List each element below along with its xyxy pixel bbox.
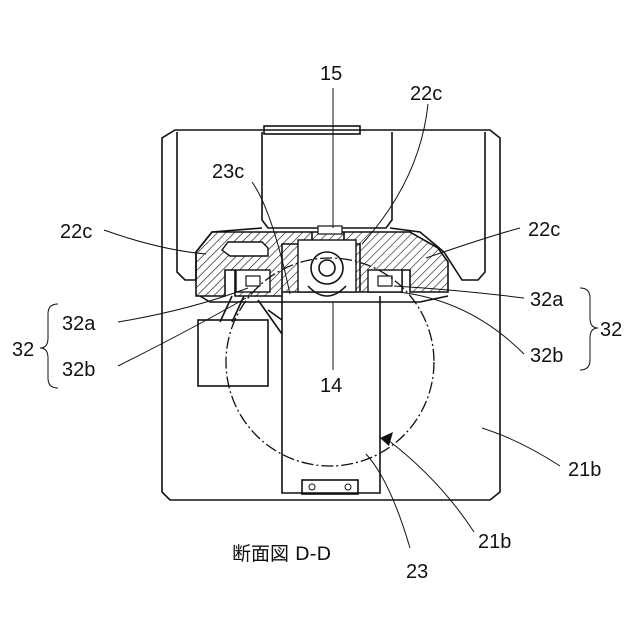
slider-foot-hole-left xyxy=(309,484,315,490)
arrow-head xyxy=(380,432,393,446)
bearing-right-core xyxy=(378,276,392,286)
outer-housing xyxy=(162,130,500,500)
label-32-right: 32 xyxy=(600,319,622,341)
label-23c: 23c xyxy=(212,161,244,183)
leader-23 xyxy=(366,454,410,548)
label-22c-top: 22c xyxy=(410,83,442,105)
slider-foot xyxy=(302,480,358,494)
leader-22c-left xyxy=(104,230,206,254)
figure-caption: 断面図 D-D xyxy=(232,543,331,565)
brace-32-right xyxy=(580,288,598,370)
label-32-left: 32 xyxy=(12,339,34,361)
slider-foot-hole-right xyxy=(345,484,351,490)
label-23: 23 xyxy=(406,561,428,583)
label-22c-right: 22c xyxy=(528,219,560,241)
label-32b-left: 32b xyxy=(62,359,95,381)
label-32a-left: 32a xyxy=(62,313,96,335)
label-14: 14 xyxy=(320,375,342,397)
label-21b-bottom: 21b xyxy=(478,531,511,553)
label-32b-right: 32b xyxy=(530,345,563,367)
label-21b-right: 21b xyxy=(568,459,601,481)
leader-22c-right xyxy=(426,228,520,258)
brace-32-left xyxy=(40,304,58,388)
label-22c-left: 22c xyxy=(60,221,92,243)
carriage-pocket xyxy=(222,242,268,256)
shaft-top-pin xyxy=(318,226,342,234)
upper-block xyxy=(262,132,392,228)
left-side-block xyxy=(198,320,268,386)
bearing-left-core xyxy=(246,276,260,286)
leader-22c-top xyxy=(362,104,428,244)
label-32a-right: 32a xyxy=(530,289,564,311)
leader-21b-bottom xyxy=(388,440,474,532)
label-15: 15 xyxy=(320,63,342,85)
leader-21b-right xyxy=(482,428,560,466)
